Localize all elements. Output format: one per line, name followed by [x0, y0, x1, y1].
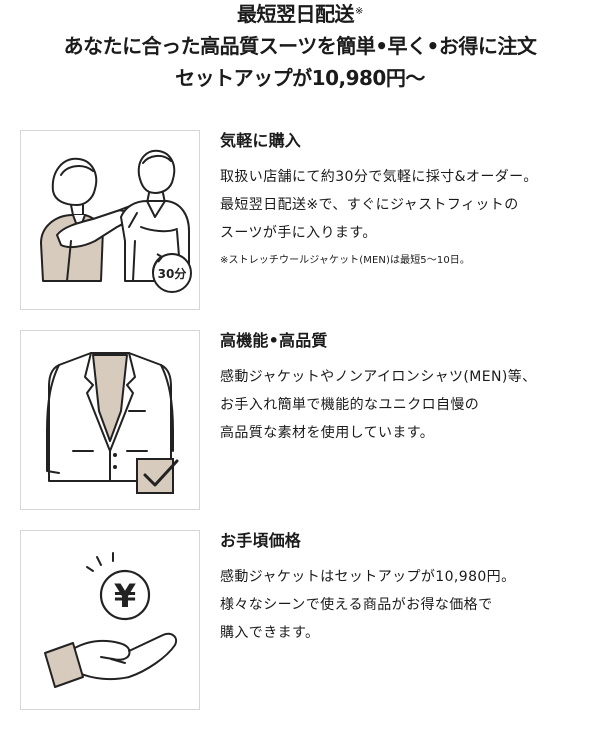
- feature-description: 感動ジャケットやノンアイロンシャツ(MEN)等、 お手入れ簡単で機能的なユニクロ…: [220, 369, 537, 441]
- tailor-measuring-icon: 30分: [40, 149, 192, 293]
- feature-illustration: 30分: [20, 130, 200, 310]
- svg-text:¥: ¥: [114, 577, 136, 615]
- feature-illustration: [20, 330, 200, 510]
- feature-text: 気軽に購入 取扱い店舗にて約30分で気軽に採寸&オーダー。 最短翌日配送※で、す…: [220, 130, 580, 269]
- feature-footnote: ※ストレッチウールジャケット(MEN)は最短5〜10日。: [220, 255, 470, 266]
- time-badge: 30分: [151, 253, 192, 293]
- feature-easy-purchase: 30分 気軽に購入 取扱い店舗にて約30分で気軽に採寸&オーダー。 最短翌日配送…: [20, 130, 580, 310]
- feature-text: 高機能•高品質 感動ジャケットやノンアイロンシャツ(MEN)等、 お手入れ簡単で…: [220, 330, 580, 447]
- header-line-price: セットアップが10,980円〜: [175, 66, 425, 90]
- feature-affordable-price: ¥ お手頃価格 感動ジャケットはセットアップが10,980円。 様々なシーンで使…: [20, 530, 580, 710]
- jacket-check-icon: [46, 352, 179, 494]
- yen-coin: ¥: [99, 569, 151, 621]
- feature-text: お手頃価格 感動ジャケットはセットアップが10,980円。 様々なシーンで使える…: [220, 530, 580, 647]
- feature-title: お手頃価格: [220, 531, 302, 550]
- feature-description: 感動ジャケットはセットアップが10,980円。 様々なシーンで使える商品がお得な…: [220, 569, 516, 641]
- feature-high-quality: 高機能•高品質 感動ジャケットやノンアイロンシャツ(MEN)等、 お手入れ簡単で…: [20, 330, 580, 510]
- feature-illustration: ¥: [20, 530, 200, 710]
- yen-coin-hand-icon: ¥: [44, 552, 177, 688]
- header-line-tagline: あなたに合った高品質スーツを簡単•早く•お得に注文: [63, 34, 537, 58]
- feature-title: 気軽に購入: [220, 131, 302, 150]
- feature-title: 高機能•高品質: [220, 331, 328, 350]
- feature-description: 取扱い店舗にて約30分で気軽に採寸&オーダー。 最短翌日配送※で、すぐにジャスト…: [220, 169, 538, 241]
- header-line-delivery: 最短翌日配送※: [237, 2, 363, 26]
- check-box-icon: [136, 458, 179, 494]
- campaign-header: 最短翌日配送※ あなたに合った高品質スーツを簡単•早く•お得に注文 セットアップ…: [0, 0, 600, 94]
- svg-text:30分: 30分: [158, 266, 187, 281]
- footnote-mark: ※: [355, 6, 363, 17]
